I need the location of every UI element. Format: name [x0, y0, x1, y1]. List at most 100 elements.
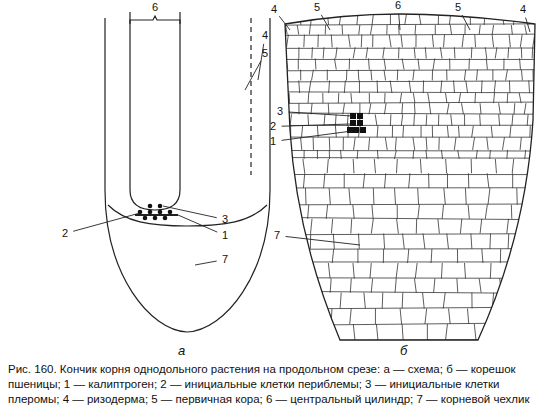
cell-wall — [302, 126, 303, 137]
leader-line — [281, 131, 352, 140]
cell-wall — [286, 279, 287, 293]
cell-wall — [420, 159, 421, 173]
panel-letter: а — [178, 344, 185, 357]
cell-wall — [357, 150, 359, 159]
leader-line — [73, 213, 140, 231]
cell-wall — [474, 93, 476, 103]
cell-wall — [528, 80, 530, 93]
central-cylinder — [130, 12, 180, 210]
cell-wall — [413, 114, 415, 126]
cell-wall — [449, 308, 451, 324]
cell-wall — [338, 93, 339, 103]
callout-number: 4 — [271, 4, 277, 15]
callout-number: 6 — [152, 2, 158, 13]
initial-cell — [360, 127, 366, 133]
cell-wall — [331, 324, 332, 341]
cell-wall — [370, 70, 372, 81]
cell-wall — [494, 93, 495, 103]
cell-wall — [280, 70, 540, 71]
cell-wall — [446, 70, 447, 81]
cell-wall — [390, 14, 391, 25]
cell-wall — [282, 173, 284, 188]
cell-wall — [306, 263, 308, 278]
cell-wall — [449, 58, 450, 69]
cell-wall — [465, 188, 467, 205]
cell-wall — [344, 80, 345, 93]
cell-wall — [377, 80, 379, 93]
cell-wall — [280, 261, 540, 262]
cell-wall — [427, 324, 428, 341]
cell-wall — [288, 324, 290, 341]
cell-wall — [354, 137, 356, 150]
cell-wall — [353, 263, 354, 278]
cell-wall — [280, 137, 540, 138]
cell-wall — [447, 103, 449, 114]
cell-wall — [315, 58, 317, 69]
cell-wall — [423, 293, 425, 309]
callout-number: 2 — [270, 121, 276, 132]
cell-wall — [301, 137, 302, 150]
cell-wall — [460, 219, 461, 234]
cell-wall — [285, 188, 287, 205]
caption: Рис. 160. Кончик корня однодольного раст… — [8, 362, 534, 407]
cell-wall — [374, 159, 375, 173]
cell-wall — [383, 249, 384, 263]
cell-wall — [425, 47, 427, 58]
cell-wall — [438, 14, 439, 25]
cell-wall — [372, 205, 373, 219]
cell-wall — [349, 188, 350, 205]
cell-wall — [282, 70, 283, 81]
cell-wall — [444, 188, 445, 205]
leader-line — [399, 14, 400, 30]
cell-wall — [290, 341, 291, 355]
cell-wall — [507, 47, 509, 58]
cell-wall — [280, 217, 540, 219]
cell-wall — [350, 279, 352, 293]
cell-wall — [473, 137, 475, 150]
cell-wall — [459, 93, 461, 103]
cell-wall — [280, 34, 540, 35]
cell-wall — [408, 249, 409, 263]
rhizodermis-line — [250, 18, 251, 175]
cell-wall — [398, 47, 399, 58]
cell-wall — [395, 188, 396, 205]
cell-wall — [311, 324, 312, 341]
cell-wall — [280, 59, 540, 60]
cell-wall — [283, 263, 284, 278]
cell-wall — [392, 126, 393, 137]
cell-wall — [448, 341, 450, 355]
cell-wall — [520, 35, 522, 48]
leader-line — [245, 61, 261, 90]
cell-wall — [307, 279, 308, 293]
cell-wall — [479, 114, 481, 126]
cell-wall — [471, 159, 472, 173]
cell-wall — [395, 279, 396, 293]
cell-wall — [481, 80, 483, 93]
cell-wall — [282, 47, 284, 58]
cell-wall — [492, 25, 493, 35]
cell-wall — [303, 159, 305, 173]
cell-wall — [280, 323, 540, 326]
root-outline — [285, 14, 535, 340]
cell-wall — [333, 234, 334, 249]
cell-wall — [314, 293, 316, 309]
cell-wall — [443, 293, 445, 309]
cell-wall — [502, 137, 504, 150]
cell-wall — [280, 307, 540, 309]
cell-wall — [457, 249, 458, 263]
cell-wall — [510, 126, 511, 137]
cell-wall — [350, 219, 352, 234]
cell-wall — [401, 103, 403, 114]
cell-wall — [303, 35, 305, 48]
cell-wall — [527, 114, 529, 126]
cell-wall — [526, 249, 527, 263]
cell-wall — [343, 103, 345, 114]
cell-wall — [450, 25, 451, 35]
initial-cell — [357, 120, 363, 126]
bracket — [130, 16, 180, 24]
cell-wall — [307, 114, 309, 126]
callout-number: 4 — [520, 4, 526, 15]
cell-wall — [390, 80, 392, 93]
cell-wall — [458, 126, 460, 137]
cell-wall — [503, 58, 504, 69]
